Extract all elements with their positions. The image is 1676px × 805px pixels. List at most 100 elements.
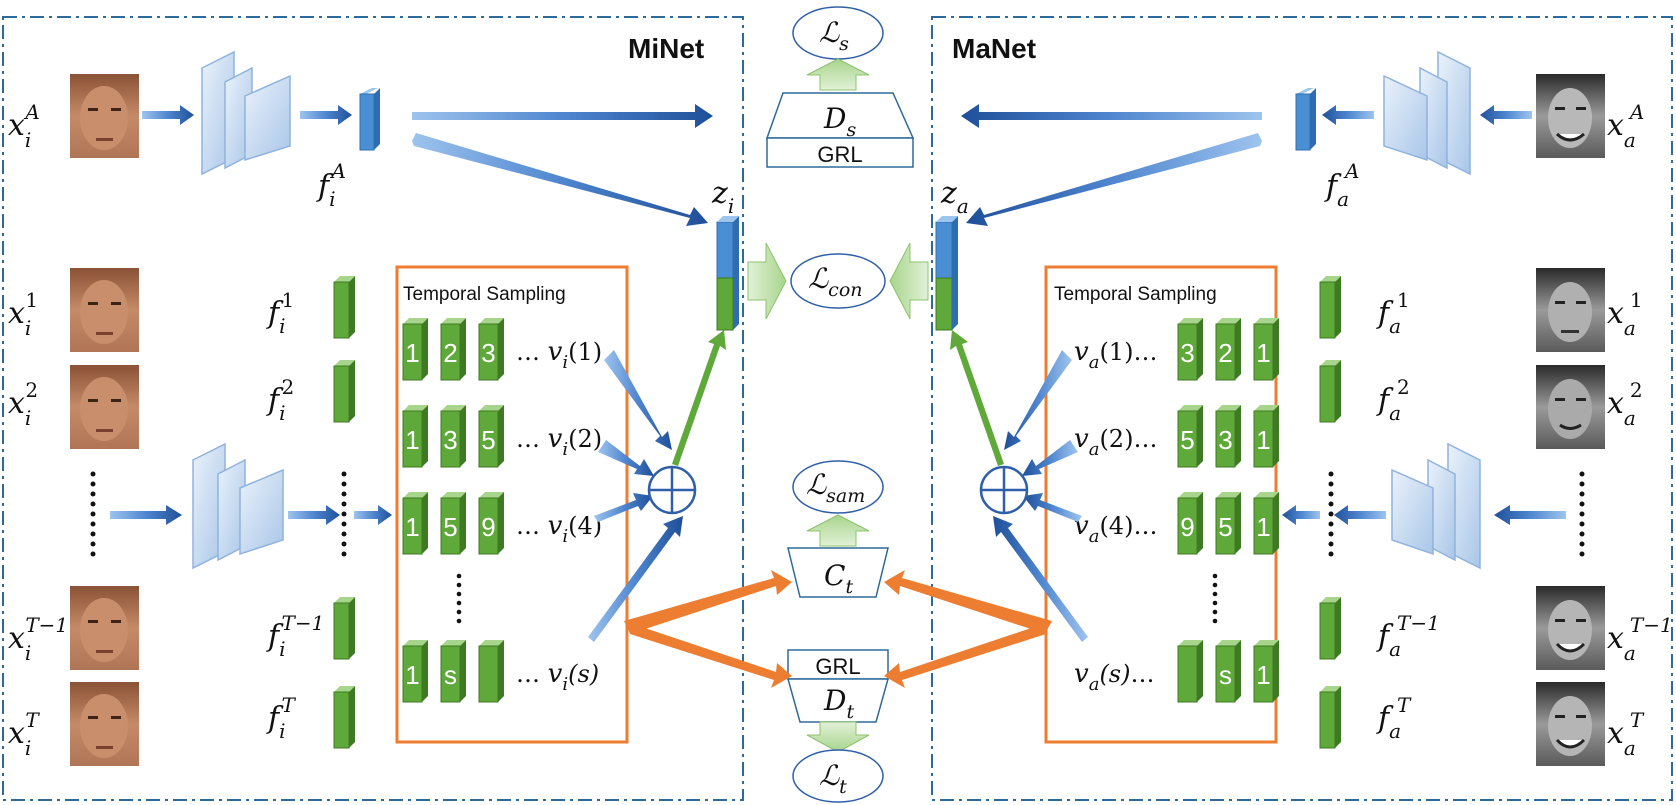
svg-text:5: 5 — [1218, 512, 1232, 542]
feature-frame-left-3 — [333, 686, 355, 749]
arrow-frames-to-cnn-left — [110, 505, 182, 525]
sampled-cube-right-2-0: 9 — [1177, 492, 1203, 555]
arrow-f-a-A-to-z-a — [966, 133, 1262, 226]
sampled-cube-right-1-2: 1 — [1253, 405, 1279, 468]
feature-frame-left-1 — [333, 360, 355, 423]
svg-text:3: 3 — [1218, 425, 1232, 455]
sampled-cube-right-1-0: 5 — [1177, 405, 1203, 468]
label-v_i1: … vi(1) — [516, 337, 602, 373]
temporal-sampling-label-left: Temporal Sampling — [403, 284, 566, 305]
frame-x-i-Tm1: xiT−1 — [8, 586, 139, 670]
dots-frames-right — [1579, 471, 1585, 557]
svg-text:xi2: xi2 — [8, 378, 38, 430]
sampled-cube-right-2-1: 5 — [1215, 492, 1241, 555]
minet-title: MiNet — [628, 33, 704, 64]
manet-title: MaNet — [952, 33, 1036, 64]
label-f-i-A: fiA — [316, 159, 346, 211]
svg-text:5: 5 — [1180, 425, 1194, 455]
sampled-cube-left-2-1: 5 — [440, 492, 466, 555]
orange-arrow-left-to-D-t — [624, 621, 792, 688]
arrow-v-i-1-to-sum — [604, 350, 672, 450]
sampled-cube-right-0-0: 3 — [1177, 318, 1203, 381]
svg-text:1: 1 — [1256, 338, 1270, 368]
sampled-cube-left-3-0: 1 — [402, 640, 428, 703]
arrow-face-to-cnn-top-right — [1480, 105, 1532, 125]
features-frames-left — [333, 276, 355, 749]
label-x-a-A: xaA — [1607, 100, 1644, 152]
svg-text:xaT: xaT — [1607, 708, 1645, 760]
temporal-sampling-label-right: Temporal Sampling — [1054, 284, 1217, 305]
svg-text:5: 5 — [443, 512, 457, 542]
domain-classifier-D-t: GRL Dt — [787, 649, 889, 723]
temporal-classifier-C-t: Ct — [787, 547, 889, 598]
arrow-down-to-loss-t — [806, 721, 870, 753]
svg-text:9: 9 — [1180, 512, 1194, 542]
svg-text:3: 3 — [443, 425, 457, 455]
label-f-a-A: faA — [1324, 159, 1360, 211]
arrow-v-a-1-to-sum — [1004, 350, 1072, 450]
feature-frame-left-2 — [333, 597, 355, 660]
minet-frame — [2, 16, 744, 801]
manet-frame — [931, 16, 1673, 801]
arrow-f-i-A-to-z-i — [412, 133, 708, 226]
orange-arrow-left-to-C-t — [624, 570, 792, 634]
arrow-cnn-to-f-i-A — [300, 105, 352, 125]
feature-f-i-A — [359, 88, 380, 151]
frame-x-i-1: xi1 — [8, 268, 139, 352]
svg-text:2: 2 — [1218, 338, 1232, 368]
sampled-cube-left-1-2: 5 — [478, 405, 504, 468]
label-f-a-1: fa1 — [1376, 288, 1410, 338]
svg-text:xiT−1: xiT−1 — [8, 613, 68, 665]
label-f-i-T: fiT — [266, 693, 297, 743]
arrow-cnn-to-f-a-A — [1322, 105, 1374, 125]
label-v_i4: … vi(4) — [516, 511, 602, 547]
svg-text:ℒsam: ℒsam — [806, 468, 865, 507]
svg-text:3: 3 — [481, 338, 495, 368]
frame-x-i-2: xi2 — [8, 365, 139, 449]
cnn-block-top-left — [201, 50, 291, 176]
arrow-v-a-2-to-sum — [1022, 440, 1078, 476]
dots-frames-left — [90, 471, 96, 557]
label-f-a-2: fa2 — [1376, 375, 1410, 425]
svg-text:ℒcon: ℒcon — [808, 262, 863, 301]
arrow-z-i-to-loss-con — [747, 242, 787, 320]
label-f-a-Tm1: faT−1 — [1376, 611, 1440, 661]
grl-bottom-label: GRL — [815, 654, 860, 679]
sum-node-left — [647, 465, 697, 515]
face-image-x-a-A — [1536, 74, 1605, 158]
arrow-f-a-A-to-domain-classifier — [961, 104, 1262, 128]
sampled-cube-right-2-2: 1 — [1253, 492, 1279, 555]
feature-frame-right-3 — [1319, 686, 1341, 749]
arrow-f-i-A-to-domain-classifier — [412, 104, 713, 128]
svg-text:xa2: xa2 — [1607, 378, 1643, 430]
svg-text:1: 1 — [1256, 660, 1270, 690]
orange-arrow-right-to-C-t — [884, 570, 1052, 634]
arrow-v-a-s-to-sum — [993, 516, 1088, 642]
loss-t-ellipse: ℒt — [792, 749, 884, 803]
label-v_a2: va(2)… — [1074, 424, 1157, 460]
dots-features-right — [1328, 471, 1334, 557]
svg-text:s: s — [1219, 660, 1232, 690]
label-v_i2: … vi(2) — [516, 424, 602, 460]
svg-text:1: 1 — [405, 512, 419, 542]
dots-rows-left — [456, 573, 462, 624]
svg-text:9: 9 — [481, 512, 495, 542]
feature-frame-right-2 — [1319, 597, 1341, 660]
domain-classifier-D-s: Ds GRL — [765, 92, 915, 168]
sampled-cube-left-0-2: 3 — [478, 318, 504, 381]
arrow-up-to-loss-sam — [806, 514, 870, 547]
svg-text:Dt: Dt — [823, 684, 854, 723]
sampled-cube-left-0-0: 1 — [402, 318, 428, 381]
orange-arrows — [624, 570, 1052, 688]
feature-f-a-A — [1295, 88, 1316, 151]
label-z-i: zi — [711, 176, 734, 218]
sampled-cube-left-1-1: 3 — [440, 405, 466, 468]
svg-text:5: 5 — [481, 425, 495, 455]
feature-frame-left-0 — [333, 276, 355, 339]
frame-x-a-T: xaT — [1536, 682, 1645, 766]
loss-s-ellipse: ℒs — [792, 6, 884, 60]
label-v_a1: va(1)… — [1074, 337, 1157, 373]
grl-top-label: GRL — [817, 142, 862, 167]
svg-text:xi1: xi1 — [8, 288, 38, 340]
